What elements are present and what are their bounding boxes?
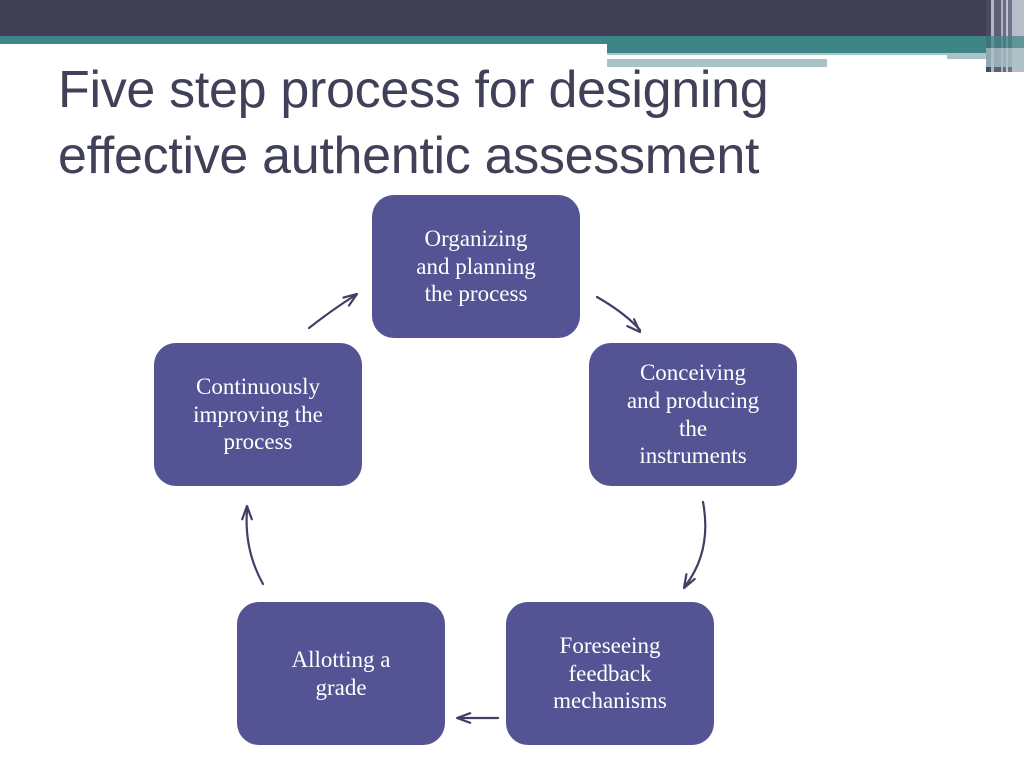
node-label-line: Continuously xyxy=(196,373,320,399)
header-light-teal-band-c xyxy=(947,53,1024,59)
page-title: Five step process for designing effectiv… xyxy=(58,57,958,189)
page-title-line-1: Five step process for designing xyxy=(58,61,769,119)
node-label-line: and planning xyxy=(416,253,536,279)
arrow-line xyxy=(684,500,707,587)
arrow-improving-to-organizing xyxy=(307,292,359,330)
header-decoration xyxy=(0,0,1024,72)
node-label-line: Foreseeing xyxy=(559,632,661,658)
header-teal-right-block xyxy=(607,36,1024,53)
arrow-allotting-to-improving xyxy=(241,504,265,586)
arrow-head xyxy=(626,318,642,334)
node-label-line: and producing xyxy=(626,387,760,413)
arrow-foreseeing-to-allotting xyxy=(455,712,500,724)
arrow-organizing-to-conceiving xyxy=(595,295,642,334)
node-label-line: Conceiving xyxy=(639,359,747,385)
node-label-line: Allotting a xyxy=(291,646,391,672)
node-label-line: Organizing xyxy=(424,225,528,251)
arrow-head xyxy=(241,504,253,521)
header-light-teal-band-b xyxy=(607,59,1024,67)
arrow-head xyxy=(682,573,696,590)
arrow-line xyxy=(245,508,265,586)
arrow-head xyxy=(342,292,359,307)
node-label-line: feedback xyxy=(568,660,652,686)
node-label-line: the xyxy=(678,415,708,441)
header-stripe-teal-overlay xyxy=(986,36,1024,48)
node-label-line: process xyxy=(223,429,293,455)
header-right-vertical-stripes xyxy=(986,0,1024,72)
node-label-line: the process xyxy=(424,281,528,307)
cycle-arrow-layer xyxy=(241,292,707,724)
header-navy-bar xyxy=(0,0,1024,36)
node-label-line: grade xyxy=(315,674,367,700)
header-white-left-gap xyxy=(0,44,607,56)
header-white-thin-line xyxy=(607,55,947,59)
arrow-line xyxy=(307,294,356,330)
node-label-line: mechanisms xyxy=(553,688,667,714)
header-stripe-light-overlay xyxy=(986,48,1024,67)
header-white-block-b xyxy=(827,59,1024,67)
arrow-line xyxy=(595,295,642,332)
node-label-line: improving the xyxy=(193,401,323,427)
page-title-line-2: effective authentic assessment xyxy=(58,127,760,186)
arrow-head xyxy=(455,712,472,724)
arrow-conceiving-to-foreseeing xyxy=(682,500,707,590)
node-label-line: instruments xyxy=(639,443,747,469)
